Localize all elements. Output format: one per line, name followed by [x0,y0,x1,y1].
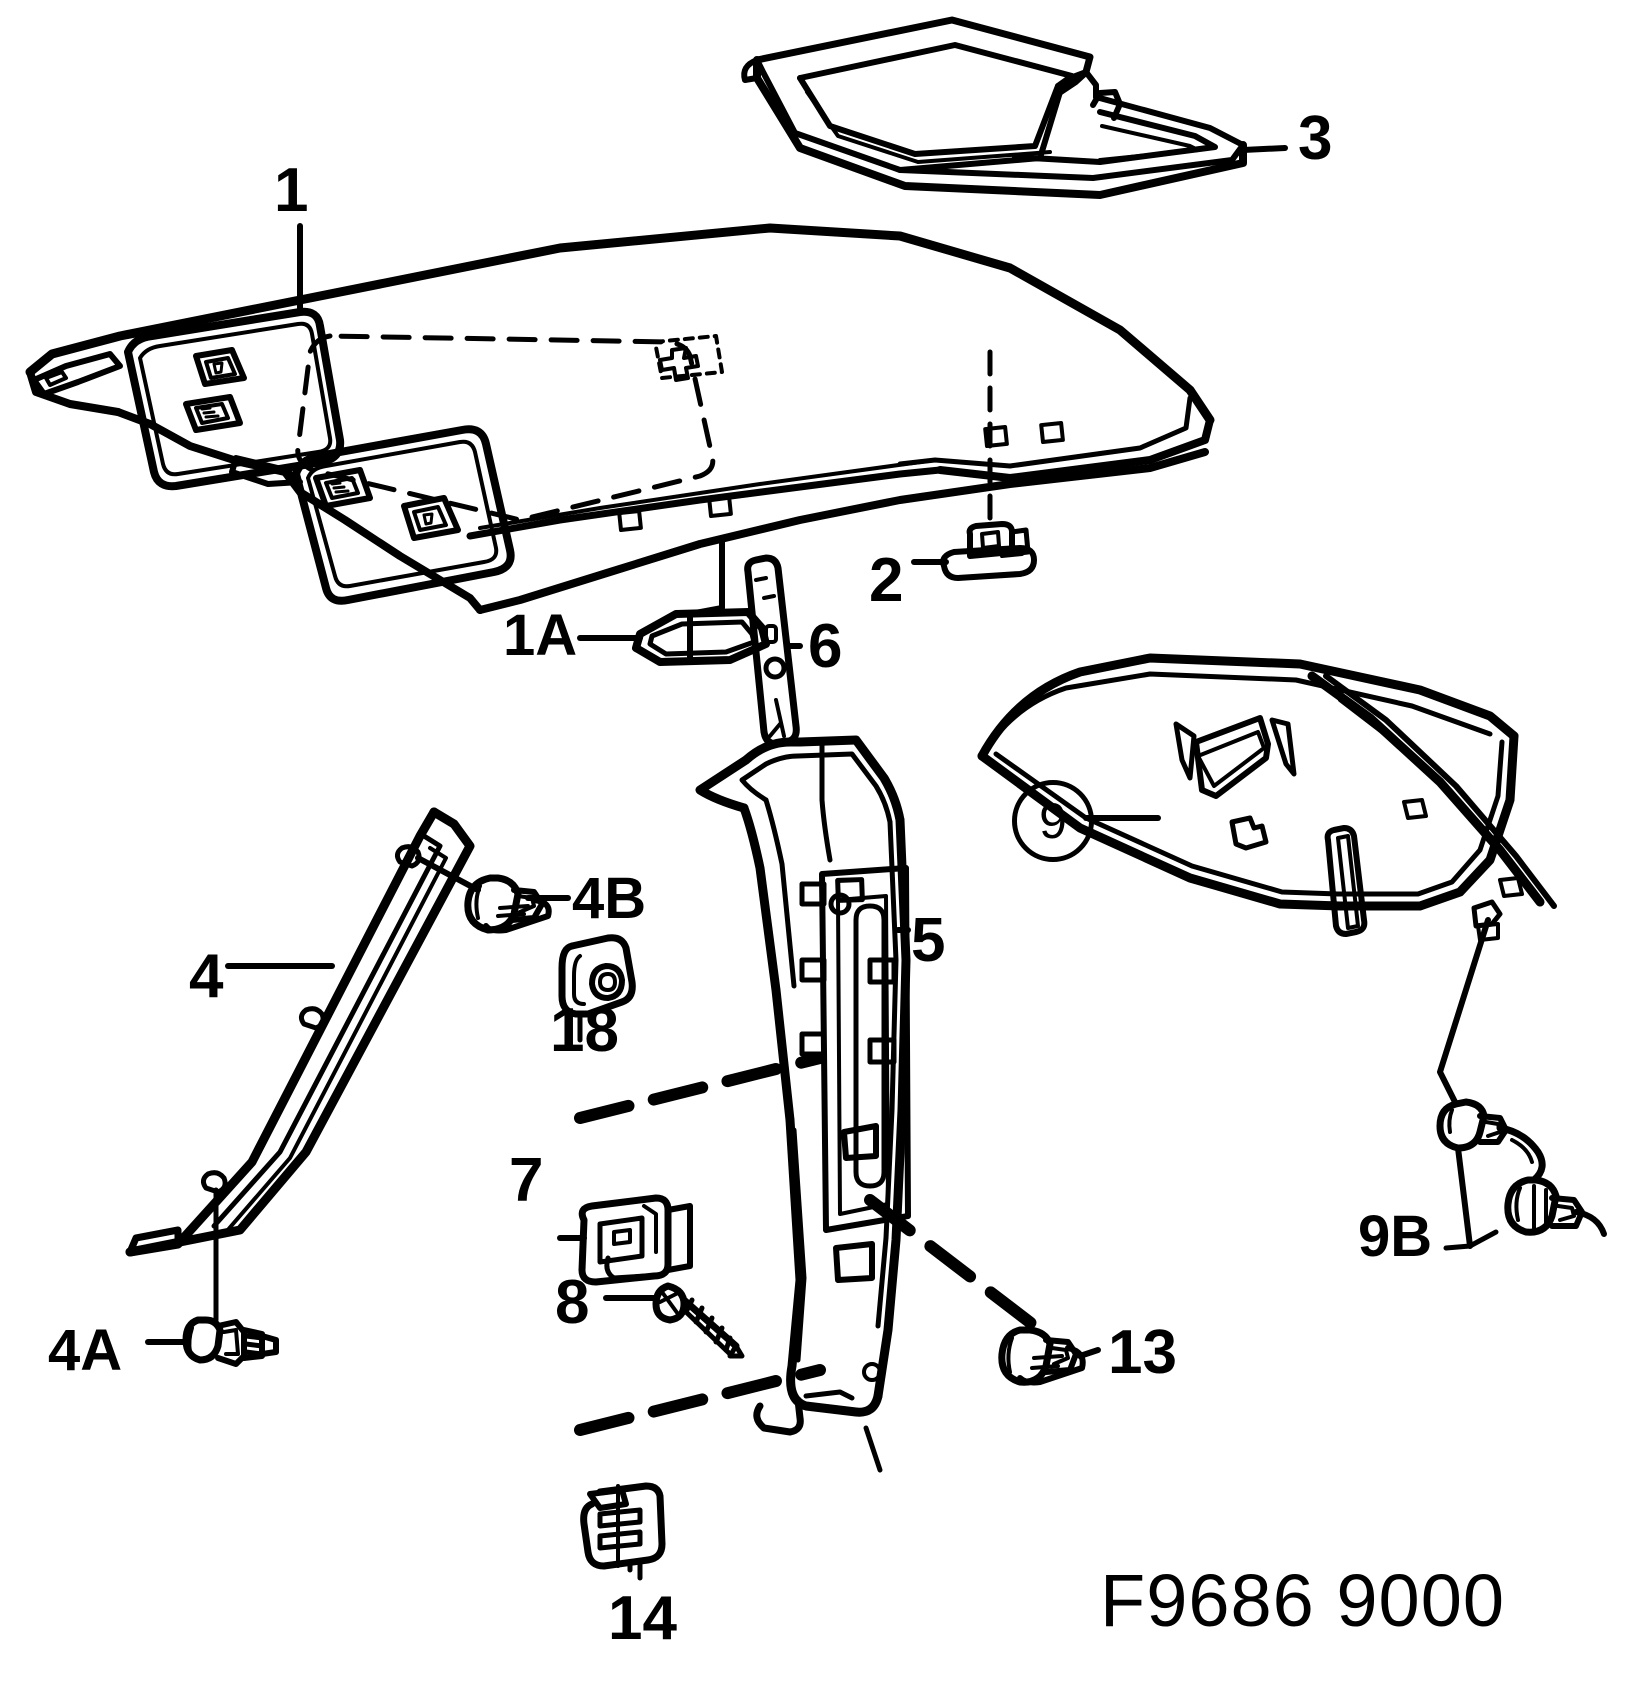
leader-3 [1240,145,1288,153]
callout-4: 4 [189,942,224,1011]
trim-strip-part [744,554,800,748]
callout-7: 7 [509,1146,544,1215]
pillar-clip-part [415,855,552,934]
leader-13 [1077,1347,1101,1359]
callout-6: 6 [808,612,843,681]
bushing-part [558,934,636,1018]
sunroof-seal-part [741,16,1247,199]
quarter-trim-fasteners-part [1436,917,1607,1251]
headlining-panel-part [25,223,1215,614]
callout-3: 3 [1298,104,1333,173]
callout-4a: 4A [48,1318,123,1383]
callout-13: 13 [1108,1318,1177,1387]
callout-4b: 4B [572,866,647,931]
callout-9: 9 [1012,780,1094,862]
b-pillar-trim-part [695,735,911,1473]
leader-6-drop [774,698,786,738]
diagram-part-number: F9686 9000 [1100,1559,1506,1642]
expanding-rivet-part [998,1326,1086,1386]
assembly-dash-lines [574,1052,1046,1436]
roof-lamp-detail [653,334,724,382]
self-tapping-screw-part [652,1282,745,1359]
a-pillar-trim-part [125,807,475,1257]
leader-4b-link [415,855,481,893]
leader-9b-upper [1437,917,1491,1107]
retaining-clip-part [578,1194,693,1286]
callout-18: 18 [550,996,619,1065]
callout-1a: 1A [503,603,578,668]
callout-9b: 9B [1358,1204,1433,1269]
spring-nut-clip-part [580,1482,666,1570]
a-pillar-screw-part [182,1187,279,1367]
callout-14: 14 [608,1584,677,1653]
callout-5: 5 [911,906,946,975]
callout-1: 1 [274,156,309,225]
sun-visor-right [229,425,515,605]
coat-hook-clip-part [940,349,1037,581]
headlining-mount-holes [617,420,1065,532]
sun-visor-left [31,307,345,491]
callout-8: 8 [555,1268,590,1337]
callout-2: 2 [869,546,904,615]
